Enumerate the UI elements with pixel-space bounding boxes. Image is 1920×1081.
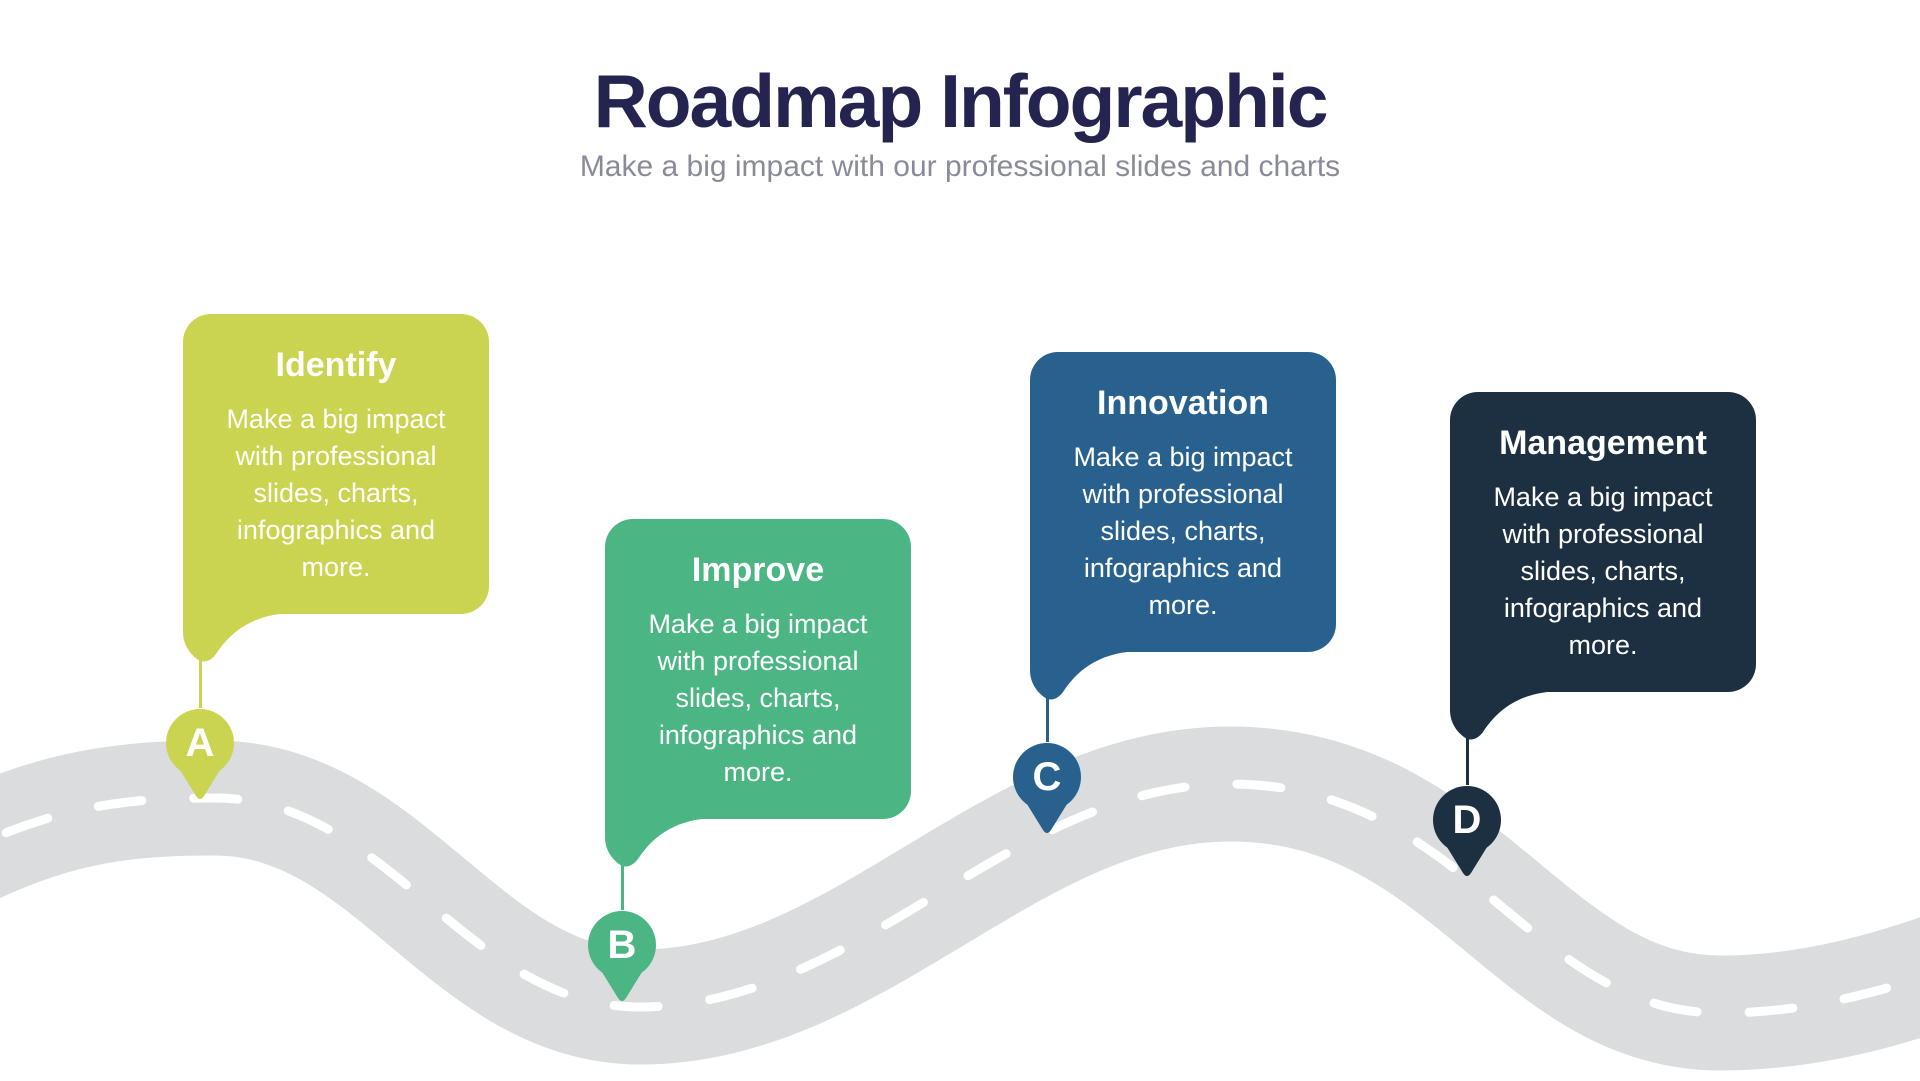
map-pin-icon [1433, 786, 1501, 876]
speech-bubble-tail [183, 613, 293, 662]
marker-label: A [185, 721, 215, 765]
step-title: Identify [275, 346, 397, 384]
connector-line-b [621, 861, 624, 910]
step-title: Management [1499, 424, 1707, 462]
step-description: Make a big impact with professional slid… [1493, 482, 1713, 660]
connector-line-a [199, 656, 202, 708]
connector-line-d [1466, 736, 1469, 785]
map-pin-icon [166, 709, 234, 799]
speech-bubble-tail [605, 818, 715, 867]
marker-label: D [1452, 798, 1482, 842]
marker-label: C [1032, 755, 1062, 799]
map-pin-icon [588, 911, 656, 1001]
marker-pin-d: D [1429, 782, 1505, 878]
step-card-innovation: Innovation Make a big impact with profes… [1030, 352, 1336, 700]
step-card-identify: Identify Make a big impact with professi… [183, 314, 489, 662]
road-center-dash-line [0, 779, 1920, 1018]
marker-pin-a: A [162, 705, 238, 801]
step-description: Make a big impact with professional slid… [648, 609, 868, 787]
step-card-improve: Improve Make a big impact with professio… [605, 519, 911, 867]
step-title: Improve [691, 551, 825, 589]
marker-pin-b: B [584, 907, 660, 1003]
page-subtitle: Make a big impact with our professional … [579, 150, 1341, 183]
speech-bubble-tail [1450, 691, 1560, 740]
speech-bubble-tail [1030, 651, 1140, 700]
step-title: Innovation [1097, 384, 1269, 422]
road-path [0, 726, 1920, 1071]
step-description: Make a big impact with professional slid… [226, 404, 446, 582]
marker-pin-c: C [1009, 739, 1085, 835]
map-pin-icon [1013, 743, 1081, 833]
page-title: Roadmap Infographic [593, 59, 1329, 143]
step-card-management: Management Make a big impact with profes… [1450, 392, 1756, 740]
step-description: Make a big impact with professional slid… [1073, 442, 1293, 620]
connector-line-c [1046, 696, 1049, 742]
marker-label: B [607, 923, 637, 967]
